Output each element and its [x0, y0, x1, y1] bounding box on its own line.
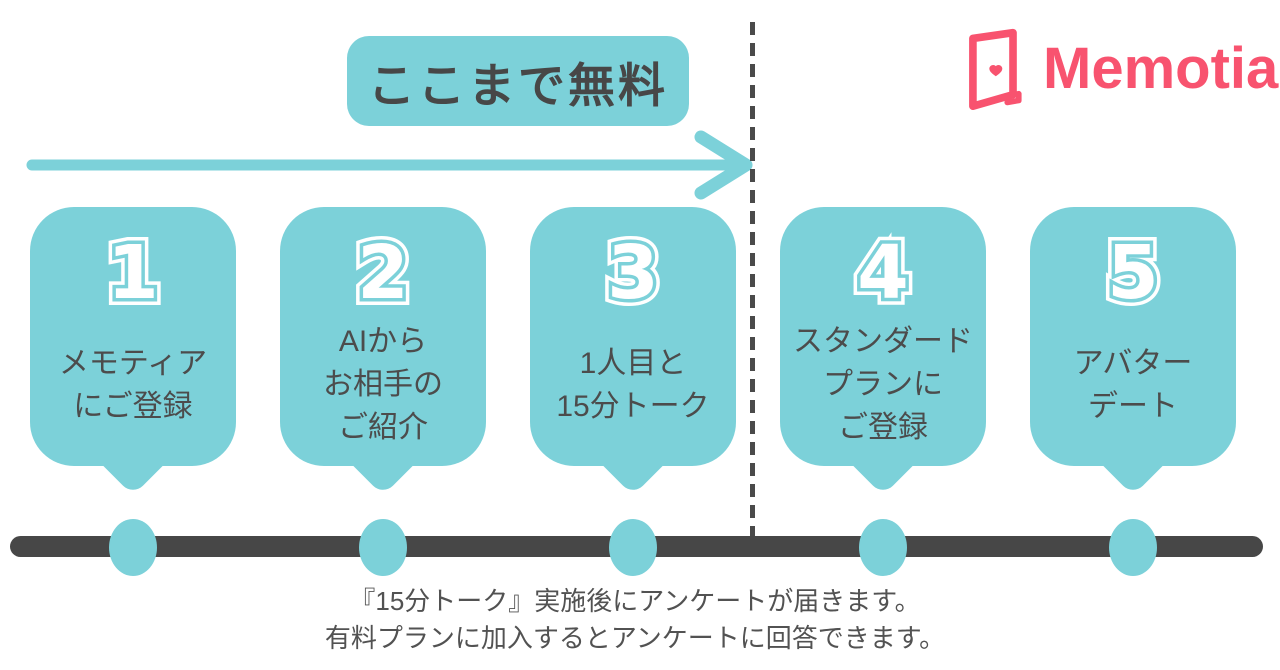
footnote-line-2: 有料プランに加入するとアンケートに回答できます。: [324, 623, 946, 653]
step-bubble-4: 4 4 4 スタンダード プランに ご登録: [780, 207, 986, 466]
free-paid-divider: [750, 22, 755, 536]
step-number-4: 4 4 4: [850, 223, 916, 323]
timeline-dot-3: [609, 519, 657, 576]
free-zone-label: ここまで無料: [368, 58, 668, 112]
step-number-5: 5 5 5: [1100, 223, 1166, 323]
step-bubble-5: 5 5 5 アバター デート: [1030, 207, 1236, 466]
step-label-1: メモティア にご登録: [58, 346, 208, 423]
brand-logo: Memotia: [953, 26, 1278, 110]
footnote: 『15分トーク』実施後にアンケートが届きます。 有料プランに加入するとアンケート…: [0, 583, 1270, 657]
step-bubble-2: 2 2 2 AIから お相手の ご紹介: [280, 207, 486, 466]
step-label-2: AIから お相手の ご紹介: [323, 325, 443, 444]
step-bubble-1: 1 1 1 メモティア にご登録: [30, 207, 236, 466]
brand-wordmark: Memotia: [1043, 35, 1279, 101]
step-number-3: 3 3 3: [600, 223, 666, 323]
door-with-heart-icon: [969, 28, 1022, 110]
timeline-dot-5: [1109, 519, 1157, 576]
footnote-line-1: 『15分トーク』実施後にアンケートが届きます。: [349, 586, 921, 616]
timeline-dot-4: [859, 519, 907, 576]
timeline-dot-2: [359, 519, 407, 576]
step-number-1: 1 1 1: [100, 223, 166, 323]
free-zone-pill: ここまで無料: [347, 36, 689, 126]
step-bubble-3: 3 3 3 1人目と 15分トーク: [530, 207, 736, 466]
step-number-2: 2 2 2: [350, 223, 416, 323]
step-label-3: 1人目と 15分トーク: [556, 346, 710, 423]
step-label-5: アバター デート: [1073, 346, 1193, 423]
timeline-dot-1: [109, 519, 157, 576]
free-range-arrow-icon: [26, 130, 753, 200]
step-label-4: スタンダード プランに ご登録: [793, 325, 973, 444]
